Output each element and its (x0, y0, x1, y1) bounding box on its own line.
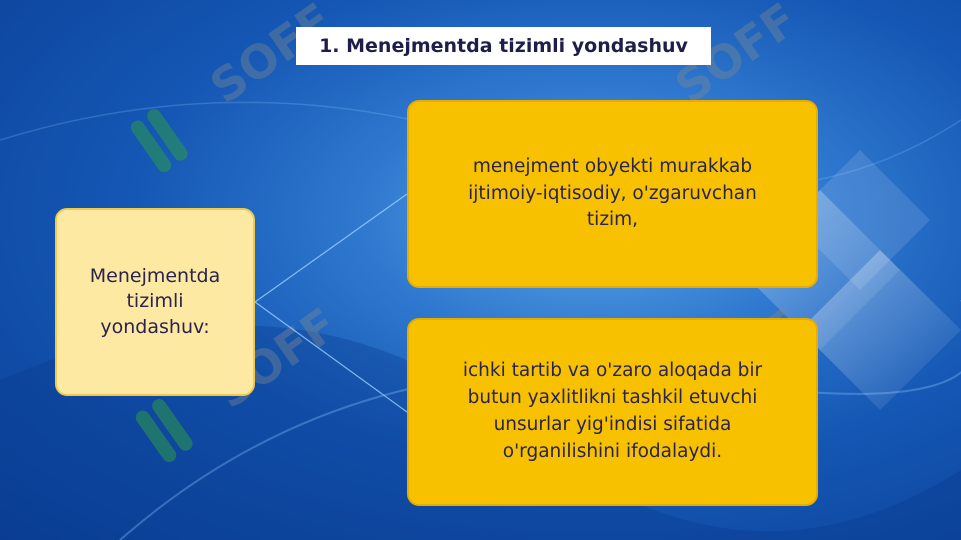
slide-title: 1. Menejmentda tizimli yondashuv (296, 27, 711, 65)
branch-box-2: ichki tartib va o'zaro aloqada bir butun… (407, 318, 818, 506)
slide-title-text: 1. Menejmentda tizimli yondashuv (319, 35, 688, 57)
connector-bottom (254, 301, 408, 413)
branch-box-2-text: ichki tartib va o'zaro aloqada bir butun… (462, 360, 763, 462)
connector-top (254, 193, 408, 303)
branch-box-1-text: menejment obyekti murakkab ijtimoiy-iqti… (468, 155, 757, 231)
branch-box-1: menejment obyekti murakkab ijtimoiy-iqti… (407, 100, 818, 288)
central-concept-box: Menejmentda tizimli yondashuv: (55, 208, 255, 396)
central-concept-text: Menejmentda tizimli yondashuv: (89, 265, 221, 338)
